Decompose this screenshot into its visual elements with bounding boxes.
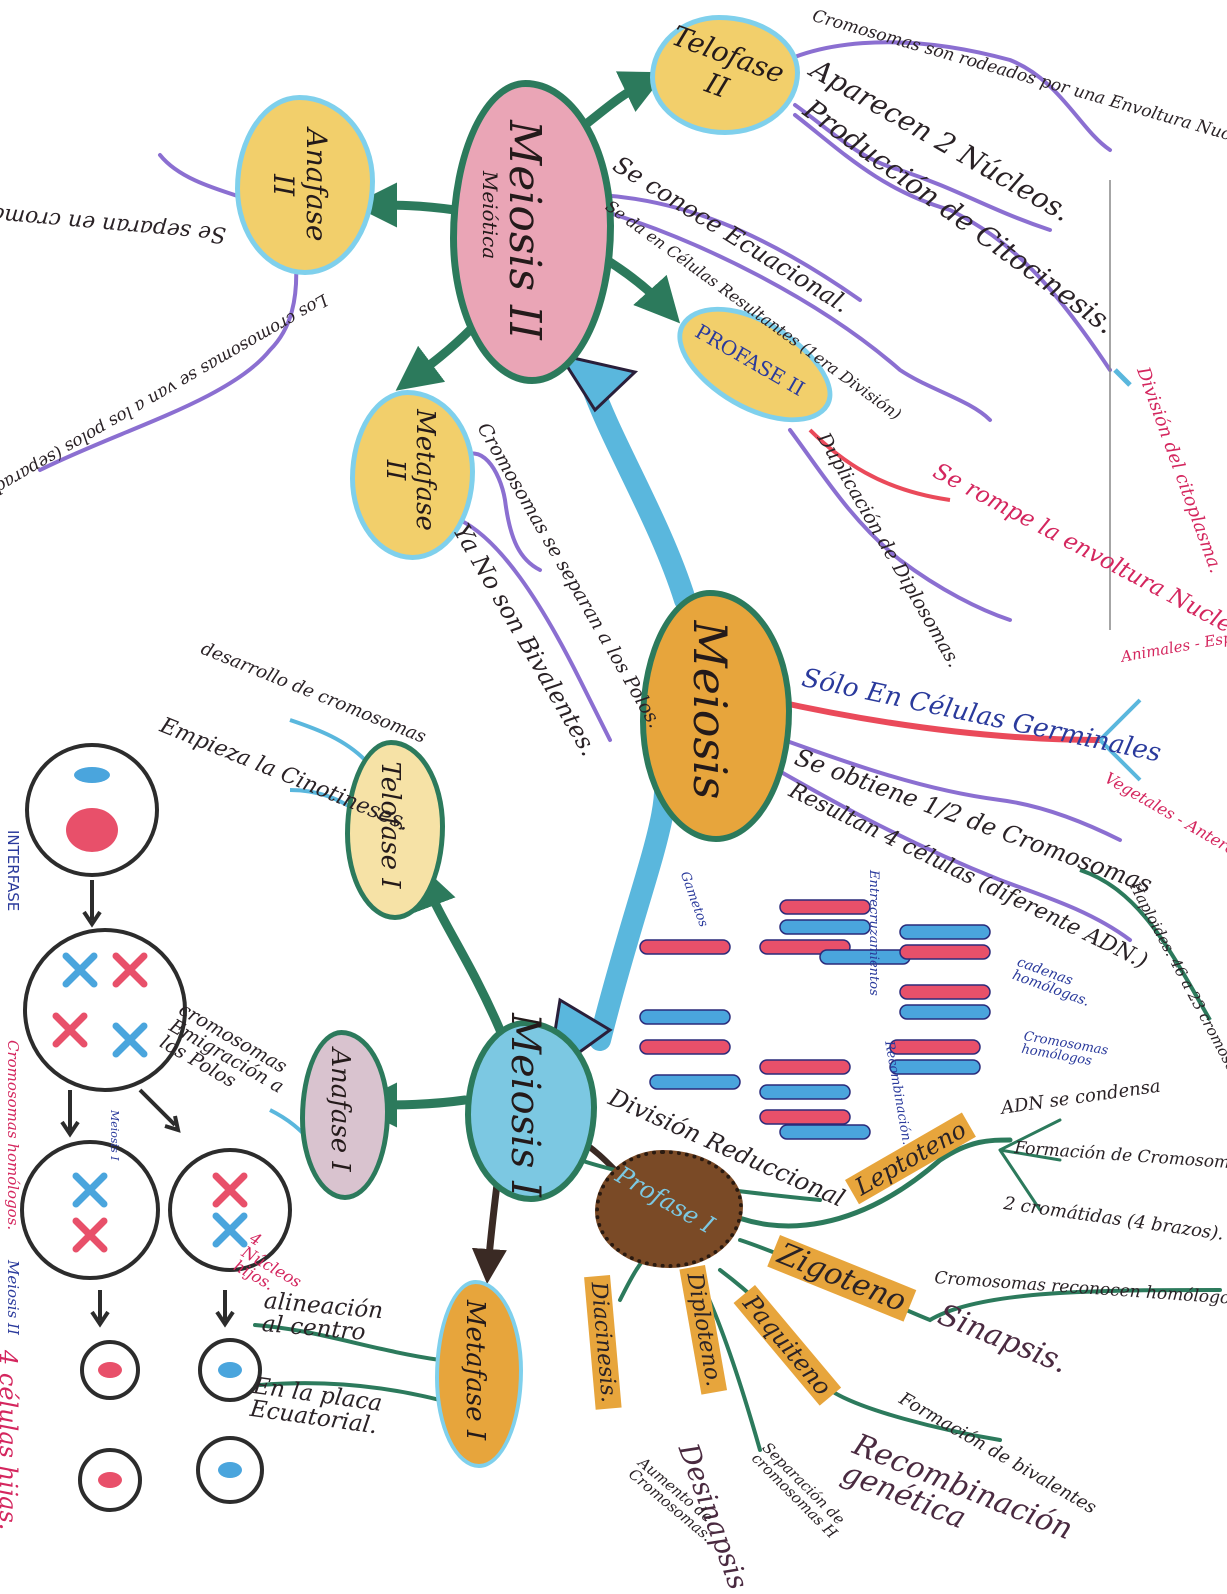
meiosis-ii-label: Meiosis II: [500, 120, 551, 340]
metafase-ii-node[interactable]: Metafase II: [380, 400, 440, 540]
meiosis-label: Meiosis: [683, 621, 737, 800]
cell-prophase: [25, 930, 185, 1090]
interfase-chromatin-1: [74, 767, 110, 783]
final-2-chrom: [218, 1362, 242, 1378]
meiosis-i-node[interactable]: Meiosis I: [500, 1005, 550, 1205]
metafase-i-label: Metafase I: [460, 1300, 490, 1440]
chromosome-7: [820, 950, 910, 964]
meiosis-i-label: Meiosis I: [502, 1013, 548, 1197]
anafase-ii-node[interactable]: Anafase II: [270, 110, 330, 260]
cell-meiosis-i-label: Meiosis I: [109, 1110, 120, 1161]
meiosis-ii-sub-node: Meiótica: [475, 145, 505, 285]
meiosis-node[interactable]: Meiosis: [680, 580, 740, 840]
chromosome-10: [900, 985, 990, 999]
chromosome-8: [900, 925, 990, 939]
chromosome-2: [640, 1040, 730, 1054]
cell-cuatro-celulas-label: 4 células hijas.: [0, 1350, 20, 1530]
cell-interfase-label: INTERFASE: [5, 830, 20, 911]
chromosome-4: [780, 900, 870, 914]
crossing-entrecruzamientos: Entrecruzamientos: [867, 870, 880, 996]
chromosome-1: [640, 1010, 730, 1024]
chromosome-3: [650, 1075, 740, 1089]
chromosome-16: [760, 1110, 850, 1124]
cell-homologos-label: Cromosomas homólogos.: [5, 1040, 20, 1230]
final-1-chrom: [98, 1362, 122, 1378]
chromosome-11: [900, 1005, 990, 1019]
chromosome-14: [760, 1060, 850, 1074]
meiosis-ii-sub-label: Meiótica: [478, 171, 502, 259]
chromosome-9: [900, 945, 990, 959]
cell-meiosis-ii-label: Meiosis II: [5, 1260, 20, 1335]
metafase-ii-label-1: Metafase: [410, 409, 440, 531]
chromosome-12: [890, 1040, 980, 1054]
telofase-ii-label-2: II: [701, 66, 733, 105]
cell-stages: [22, 745, 290, 1510]
final-4-chrom: [218, 1462, 242, 1478]
anafase-i-node[interactable]: Anafase I: [320, 1040, 360, 1180]
chromosome-17: [780, 1125, 870, 1139]
metafase-ii-label-2: II: [380, 460, 410, 481]
citoplasma-arrow: [1115, 370, 1130, 385]
cell-daughter-1: [22, 1142, 158, 1278]
metafase-i-node[interactable]: Metafase I: [455, 1300, 495, 1440]
anafase-ii-label-2: II: [267, 174, 300, 196]
anafase-i-label: Anafase I: [325, 1048, 355, 1171]
crossing-over-diagram: [640, 900, 990, 1139]
chromosome-0: [640, 940, 730, 954]
chromosome-13: [890, 1060, 980, 1074]
interfase-chromatin-2: [66, 808, 118, 852]
final-3-chrom: [98, 1472, 122, 1488]
chromosome-15: [760, 1085, 850, 1099]
chromosome-5: [780, 920, 870, 934]
anafase-ii-label-1: Anafase: [300, 129, 333, 242]
